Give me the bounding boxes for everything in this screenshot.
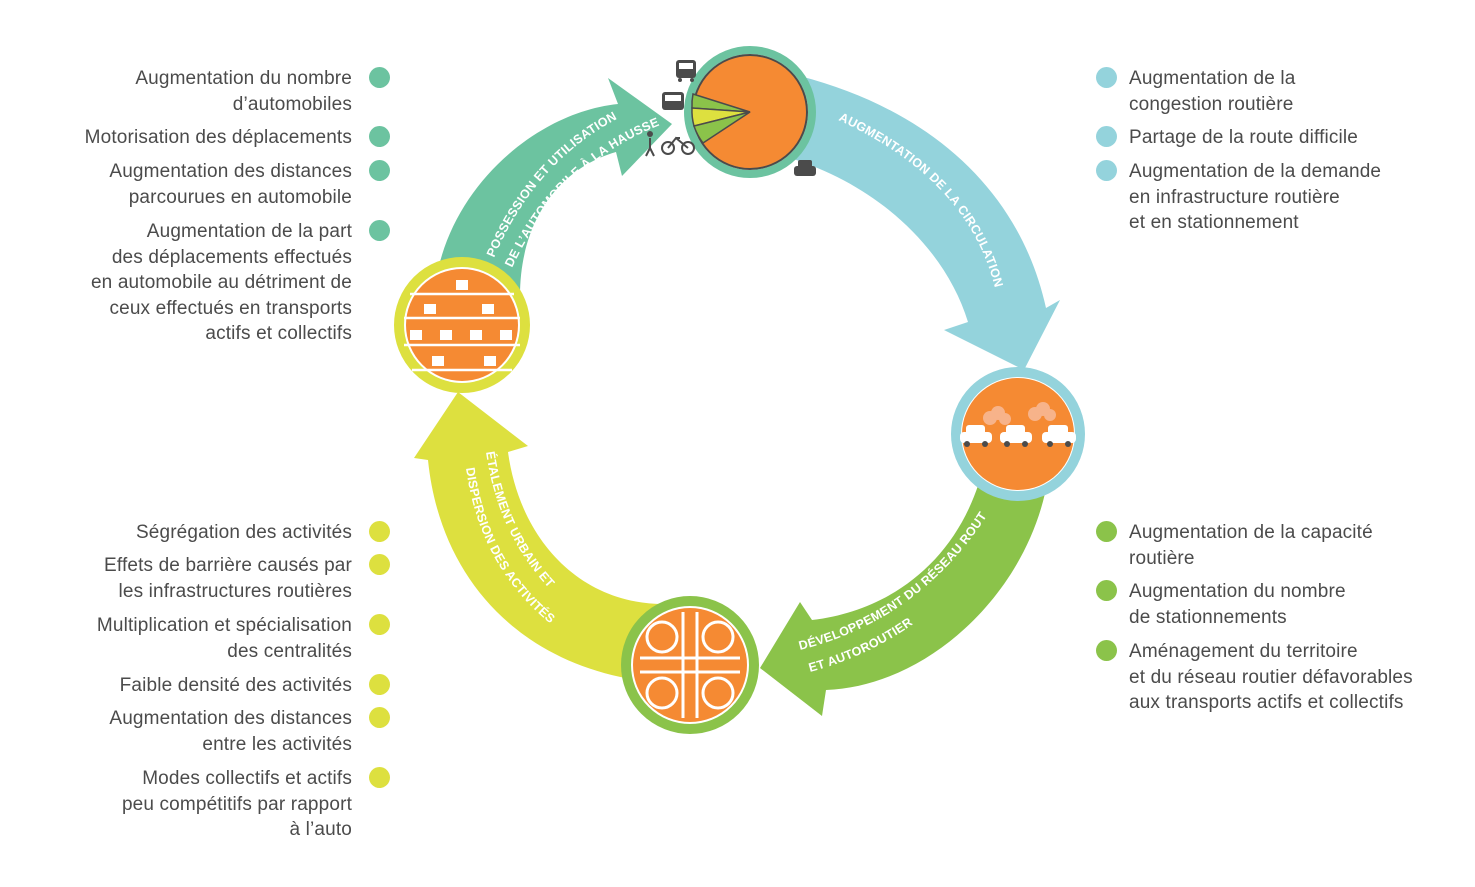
bullet-dot	[369, 126, 390, 147]
smoke-cloud-icon	[983, 402, 1056, 425]
list-item: Partage de la route difficile	[1096, 125, 1456, 159]
bullet-dot	[369, 707, 390, 728]
urban-sprawl-effects-list: Ségrégation des activités Effets de barr…	[20, 520, 390, 856]
car-icon	[794, 160, 816, 176]
list-item: Augmentation de la congestion routière	[1096, 66, 1456, 125]
bullet-dot	[1096, 67, 1117, 88]
pie-chart-node	[684, 46, 816, 178]
bullet-dot	[369, 160, 390, 181]
bullet-dot	[369, 767, 390, 788]
car-icon	[960, 425, 1076, 443]
bullet-dot	[1096, 580, 1117, 601]
list-item: Faible densité des activités	[20, 673, 390, 706]
bus-icon	[676, 60, 696, 82]
list-item: Augmentation du nombre de stationnements	[1096, 579, 1466, 639]
bullet-dot	[1096, 640, 1117, 661]
traffic-increase-effects-list: Augmentation de la congestion routière P…	[1096, 66, 1456, 239]
list-item: Augmentation des distances parcourues en…	[20, 159, 390, 219]
list-item: Augmentation de la capacité routière	[1096, 520, 1466, 579]
highway-interchange-node	[621, 596, 759, 734]
arrow-urban-sprawl	[414, 392, 664, 682]
bullet-dot	[1096, 126, 1117, 147]
list-item: Augmentation des distances entre les act…	[20, 706, 390, 766]
list-item: Augmentation du nombre d’automobiles	[20, 66, 390, 125]
list-item: Effets de barrière causés par les infras…	[20, 553, 390, 613]
road-network-effects-list: Augmentation de la capacité routière Aug…	[1096, 520, 1466, 729]
car-ownership-effects-list: Augmentation du nombre d’automobiles Mot…	[20, 66, 390, 349]
bullet-dot	[1096, 160, 1117, 181]
arrow-traffic-increase	[790, 76, 1060, 370]
arrow-road-network-development	[760, 456, 1048, 716]
arrow-car-ownership	[438, 78, 672, 296]
bullet-dot	[369, 554, 390, 575]
traffic-cars-node	[951, 367, 1085, 501]
tram-icon	[662, 92, 684, 110]
bullet-dot	[369, 674, 390, 695]
bullet-dot	[1096, 521, 1117, 542]
list-item: Augmentation de la demande en infrastruc…	[1096, 159, 1456, 239]
list-item: Aménagement du territoire et du réseau r…	[1096, 639, 1466, 729]
list-item: Motorisation des déplacements	[20, 125, 390, 159]
house-icon	[410, 280, 512, 366]
pedestrian-bicycle-icon	[645, 131, 695, 157]
list-item: Augmentation de la part des déplacements…	[20, 219, 390, 349]
bullet-dot	[369, 521, 390, 542]
bullet-dot	[369, 614, 390, 635]
list-item: Multiplication et spécialisation des cen…	[20, 613, 390, 673]
list-item: Modes collectifs et actifs peu compétiti…	[20, 766, 390, 856]
bullet-dot	[369, 220, 390, 241]
list-item: Ségrégation des activités	[20, 520, 390, 553]
bullet-dot	[369, 67, 390, 88]
dispersed-houses-node	[394, 257, 530, 393]
